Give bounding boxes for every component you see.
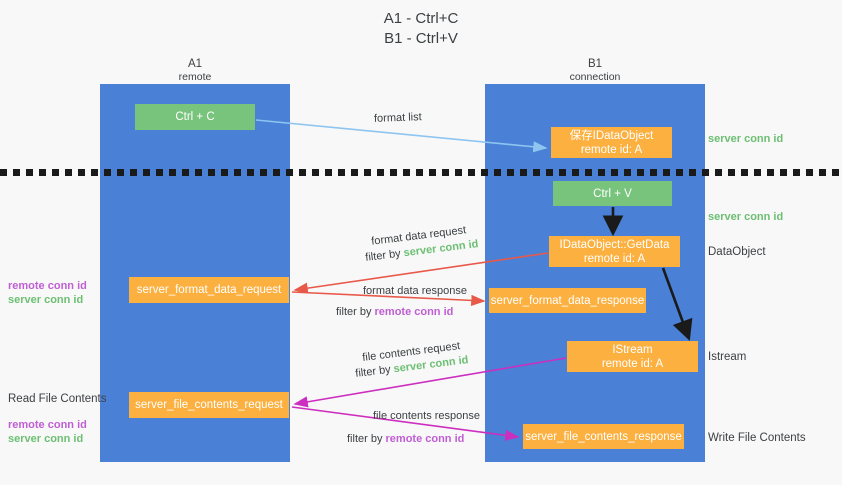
box-idataobject-getdata[interactable]: IDataObject::GetData remote id: A: [549, 236, 680, 267]
annotation-remote-conn-id-lower: remote conn id: [8, 419, 87, 431]
label-read-file-contents: Read File Contents: [8, 393, 107, 405]
box-save-idataobject-line2: remote id: A: [580, 143, 643, 156]
box-istream-line1: IStream: [612, 343, 653, 356]
filter-value-remote-conn-id: remote conn id: [374, 306, 454, 318]
title-line-1: A1 - Ctrl+C: [383, 10, 459, 27]
annotation-conn-ids-lower: remote conn id server conn id: [8, 418, 87, 446]
box-idataobject-getdata-line2: remote id: A: [583, 252, 646, 265]
box-ctrl-c-label: Ctrl + C: [175, 111, 215, 123]
box-server-format-data-response-label: server_format_data_response: [490, 294, 645, 307]
box-istream[interactable]: IStream remote id: A: [567, 341, 698, 372]
phase-separator-dashed-line: [0, 169, 842, 176]
arrow-format-data-response: [291, 291, 486, 306]
box-server-file-contents-response[interactable]: server_file_contents_response: [523, 424, 684, 449]
column-header-b1: B1 connection: [515, 58, 675, 84]
label-istream: Istream: [708, 351, 747, 363]
filter-prefix: filter by: [347, 433, 386, 445]
filter-prefix: filter by: [336, 306, 375, 318]
box-server-file-contents-response-label: server_file_contents_response: [525, 430, 682, 443]
title-line-2: B1 - Ctrl+V: [384, 30, 458, 47]
arrow-getdata-to-istream: [661, 267, 693, 341]
box-ctrl-c[interactable]: Ctrl + C: [135, 104, 255, 130]
column-header-b1-subtitle: connection: [569, 71, 621, 83]
annotation-server-conn-id-upper: server conn id: [8, 294, 84, 306]
column-header-a1-name: A1: [187, 58, 203, 70]
annotation-server-conn-id-mid: server conn id: [708, 211, 784, 223]
box-idataobject-getdata-line1: IDataObject::GetData: [559, 238, 670, 251]
edge-label-format-list: format list: [373, 111, 422, 125]
arrow-format-data-request: [293, 252, 549, 294]
box-server-format-data-request-label: server_format_data_request: [136, 284, 282, 296]
annotation-server-conn-id-lower: server conn id: [8, 433, 84, 445]
edge-label-file-contents-response-filter: filter by remote conn id: [347, 432, 464, 446]
annotation-remote-conn-id-upper: remote conn id: [8, 280, 87, 292]
edge-label-file-contents-response: file contents response: [373, 410, 481, 422]
box-server-file-contents-request[interactable]: server_file_contents_request: [129, 392, 289, 418]
column-header-a1: A1 remote: [115, 58, 275, 84]
box-ctrl-v[interactable]: Ctrl + V: [553, 181, 672, 206]
box-save-idataobject-line1: 保存IDataObject: [569, 129, 654, 142]
edge-label-format-data-response: format data response: [363, 285, 467, 297]
column-header-a1-subtitle: remote: [178, 71, 212, 83]
annotation-conn-ids-upper: remote conn id server conn id: [8, 279, 87, 307]
page-title: A1 - Ctrl+C B1 - Ctrl+V: [0, 9, 842, 49]
box-istream-line2: remote id: A: [601, 357, 664, 370]
edge-label-format-data-response-filter: filter by remote conn id: [336, 305, 453, 319]
arrow-file-contents-response: [291, 406, 520, 441]
box-server-file-contents-request-label: server_file_contents_request: [135, 399, 283, 411]
arrow-format-list: [255, 119, 548, 153]
box-ctrl-v-label: Ctrl + V: [593, 187, 632, 200]
box-server-format-data-response[interactable]: server_format_data_response: [489, 288, 646, 313]
label-write-file-contents: Write File Contents: [708, 432, 806, 444]
filter-value-remote-conn-id: remote conn id: [385, 433, 465, 445]
box-save-idataobject[interactable]: 保存IDataObject remote id: A: [551, 127, 672, 158]
arrow-file-contents-request: [293, 357, 567, 408]
label-dataobject: DataObject: [708, 246, 766, 258]
column-header-b1-name: B1: [587, 58, 603, 70]
annotation-server-conn-id-top: server conn id: [708, 133, 784, 145]
box-server-format-data-request[interactable]: server_format_data_request: [129, 277, 289, 303]
